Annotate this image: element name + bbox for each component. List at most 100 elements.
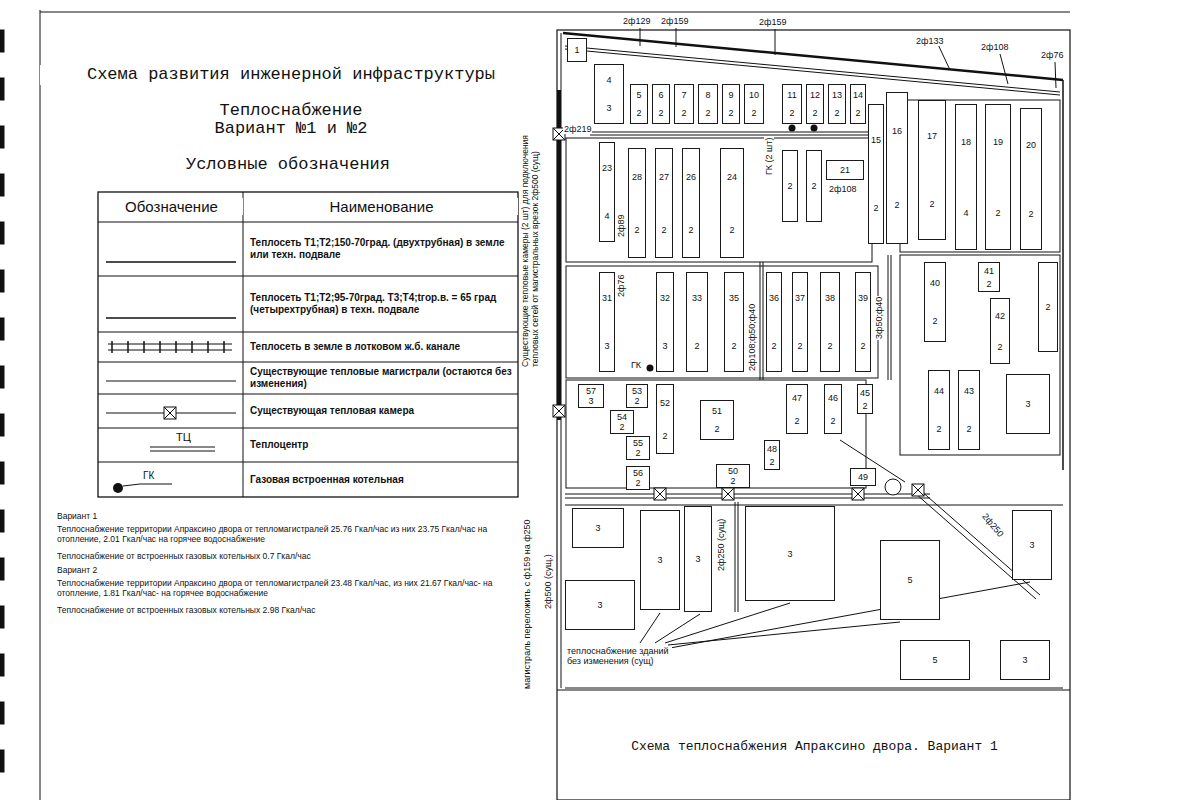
building-box: 242 — [720, 148, 744, 258]
heat-chamber-cross — [654, 488, 666, 500]
floor-count: 2 — [661, 225, 666, 235]
sheet-text: Теплоснабжение территории Апраксино двор… — [56, 525, 520, 545]
pipe-line — [676, 28, 677, 47]
floor-count: 2 — [932, 316, 937, 326]
legend-sample — [143, 341, 145, 353]
legend-sample — [111, 341, 113, 353]
floor-count: 2 — [997, 342, 1002, 352]
building-box: 573 — [578, 384, 604, 408]
building-box: 234 — [599, 142, 615, 242]
building-box: 2 — [1038, 262, 1058, 352]
floor-count: 4 — [963, 208, 968, 218]
building-number: 3 — [1029, 540, 1034, 550]
legend-text: Теплосеть Т1;Т2;150-70град. (двухтрубная… — [250, 237, 512, 261]
sheet-text: Наименование — [245, 198, 518, 215]
building-box: 102 — [744, 84, 764, 124]
sheet-text: Теплоснабжение — [140, 101, 442, 121]
panel-frame — [557, 30, 1070, 800]
heat-chamber-cross — [852, 488, 864, 500]
building-box: 282 — [628, 148, 646, 258]
pipe-line — [590, 135, 870, 136]
heat-chamber-cross — [722, 488, 734, 500]
pipe-label: магистраль переложить с ф159 на ф250 — [522, 498, 532, 690]
building-box: 482 — [764, 440, 780, 470]
floor-count: 2 — [730, 476, 735, 486]
sheet-text: Теплоснабжение от встроенных газовых кот… — [56, 552, 312, 562]
floor-count: 2 — [714, 424, 719, 434]
building-number: 5 — [907, 575, 912, 585]
heat-chamber-cross — [852, 488, 864, 500]
building-number: 41 — [984, 266, 994, 276]
building-box: 3 — [745, 506, 835, 601]
quarter-outline — [900, 100, 1060, 252]
pipe-label: теплоснабжение зданий без изменения (сущ… — [566, 646, 672, 667]
building-box: 272 — [655, 148, 673, 258]
floor-count: 2 — [636, 108, 641, 118]
floor-count: 2 — [771, 341, 776, 351]
building-number: 20 — [1026, 140, 1036, 150]
building-number: 51 — [712, 406, 722, 416]
table-rule — [98, 394, 518, 395]
legend-sample — [106, 317, 236, 318]
building-number: 57 — [586, 386, 596, 396]
heat-chamber-cross — [164, 407, 176, 419]
building-box: 52 — [630, 84, 648, 124]
building-box: 5 — [900, 640, 970, 680]
floor-count: 2 — [894, 200, 899, 210]
building-number: 3 — [1025, 399, 1030, 409]
pipe-line — [891, 255, 892, 380]
building-number: 45 — [860, 388, 870, 398]
building-number: 38 — [825, 293, 835, 303]
floor-count: 2 — [995, 208, 1000, 218]
legend-sample — [150, 447, 215, 448]
building-box: 3 — [572, 508, 624, 548]
building-number: 44 — [934, 386, 944, 396]
building-box: 472 — [786, 384, 808, 434]
pipe-label: 2ф129 — [622, 16, 651, 26]
heat-chamber-cross — [722, 488, 734, 500]
table-rule — [98, 222, 518, 223]
building-number: 16 — [892, 126, 902, 136]
floor-count: 2 — [705, 108, 710, 118]
floor-count: 2 — [986, 279, 991, 289]
leader-line — [123, 484, 140, 486]
boiler-dot — [647, 365, 654, 372]
building-number: 1 — [574, 45, 579, 55]
building-box: 3 — [1012, 510, 1052, 580]
floor-count: 2 — [728, 108, 733, 118]
pipe-line — [738, 502, 739, 612]
pipe-line — [735, 502, 736, 612]
floor-count: 2 — [731, 341, 736, 351]
building-number: 4 — [606, 75, 611, 85]
legend-text: Газовая встроенная котельная — [250, 474, 512, 486]
scan-mark — [0, 558, 4, 580]
building-number: 46 — [828, 393, 838, 403]
building-number: 5 — [636, 90, 641, 100]
heat-chamber — [722, 488, 734, 500]
heat-chamber — [553, 405, 565, 417]
floor-count: 2 — [860, 341, 865, 351]
scan-mark — [0, 30, 4, 52]
floor-count: 2 — [812, 108, 817, 118]
scan-mark — [0, 702, 4, 724]
sheet-text: Условные обозначения — [137, 155, 439, 175]
building-box: 323 — [656, 272, 674, 372]
floor-count: 2 — [729, 225, 734, 235]
building-box: 62 — [652, 84, 670, 124]
legend-table — [98, 192, 518, 497]
building-number: 35 — [729, 293, 739, 303]
building-number: 7 — [681, 90, 686, 100]
floor-count: 2 — [634, 396, 639, 406]
building-number: 26 — [686, 172, 696, 182]
building-number: 52 — [660, 398, 670, 408]
building-number: 55 — [633, 438, 643, 448]
building-box: 49 — [850, 468, 876, 486]
pipe-label: 2ф159 — [660, 16, 689, 26]
sheet-text: Обозначение — [100, 198, 243, 215]
floor-count: 2 — [827, 341, 832, 351]
scan-mark — [0, 414, 4, 436]
floor-count: 2 — [694, 341, 699, 351]
building-number: 3 — [695, 554, 700, 564]
building-number: 50 — [728, 466, 738, 476]
floor-count: 3 — [662, 341, 667, 351]
